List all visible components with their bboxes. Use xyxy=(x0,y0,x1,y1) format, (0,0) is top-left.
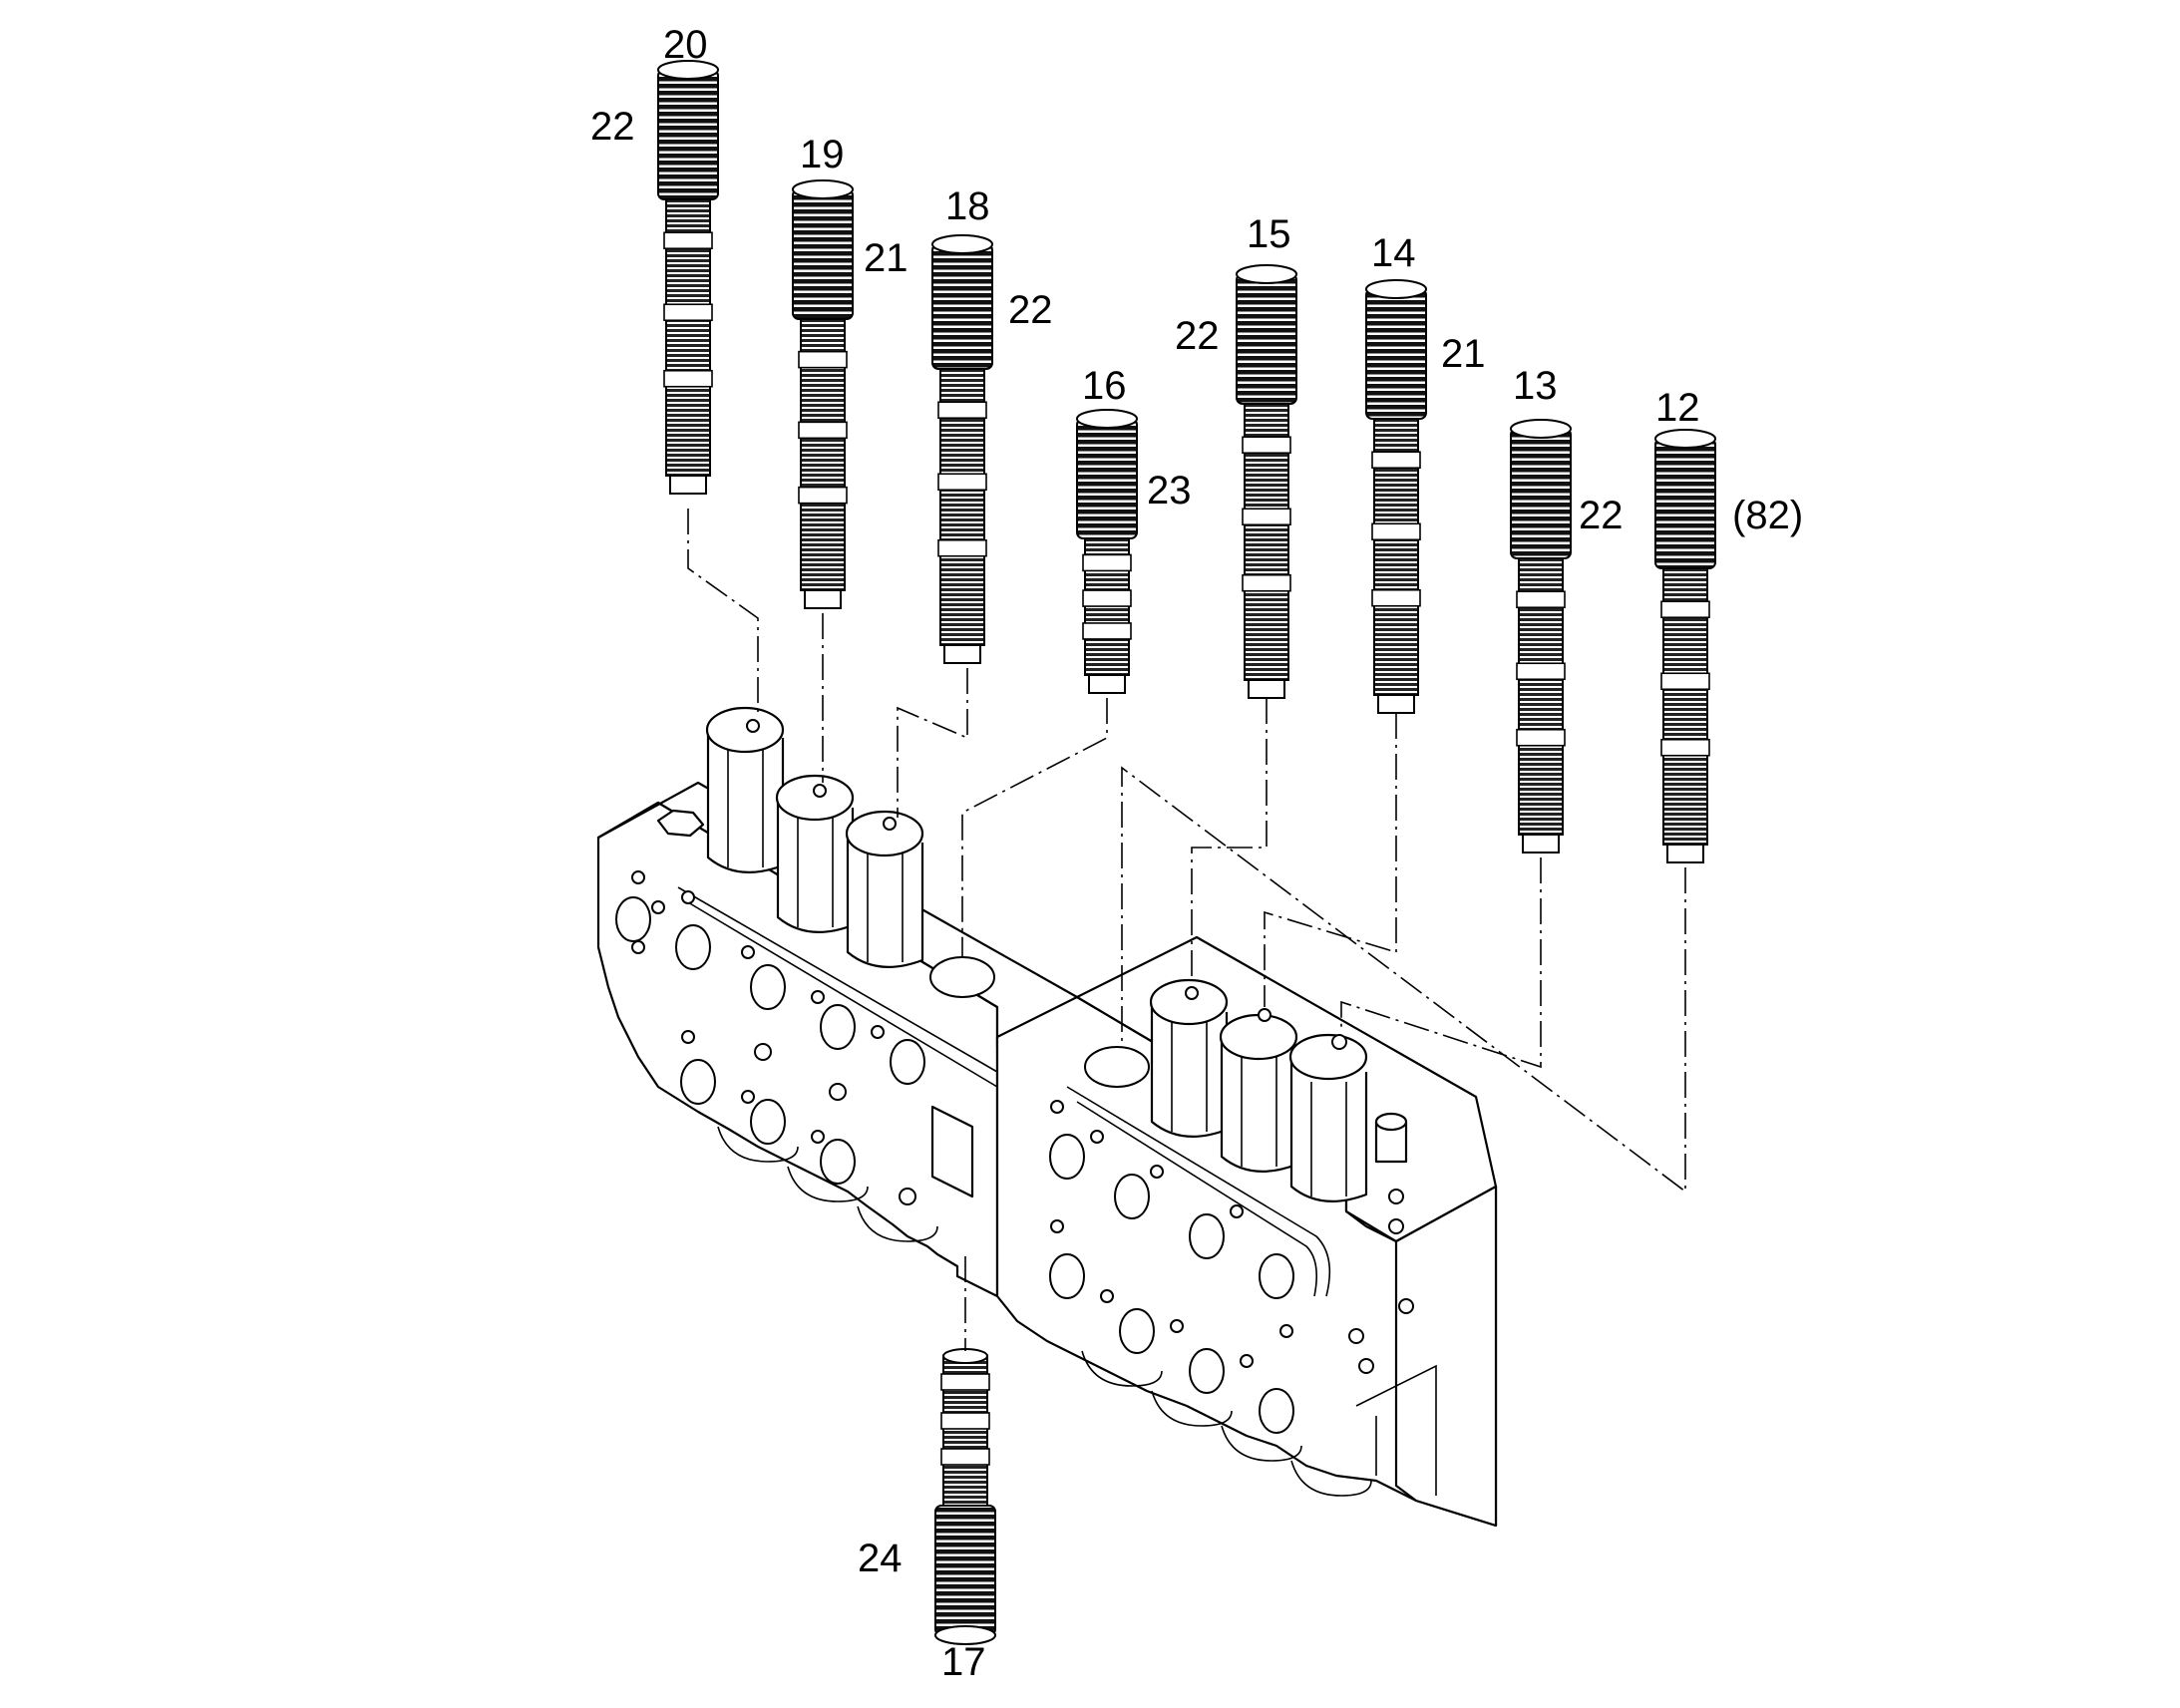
spool-15-end-fitting xyxy=(1248,679,1285,699)
spool-13-land-1 xyxy=(1516,590,1566,609)
spool-20-spring-cap xyxy=(657,60,719,80)
callout-18: 18 xyxy=(945,184,990,228)
spool-19-end-fitting xyxy=(804,589,842,609)
spool-19-land-2 xyxy=(798,421,848,440)
valve-ports-left xyxy=(615,870,925,1205)
callout-20: 20 xyxy=(663,23,708,67)
spool-20-spring xyxy=(657,69,719,200)
spool-14-land-1 xyxy=(1371,451,1421,470)
callout-19: 19 xyxy=(800,133,845,176)
spool-15-land-2 xyxy=(1242,508,1291,526)
solenoid-block-right-3 xyxy=(1288,1033,1368,1202)
spool-13-spring xyxy=(1510,428,1572,559)
solenoid-block-left-3 xyxy=(845,810,924,968)
spool-18-end-fitting xyxy=(943,644,981,664)
solenoid-block-right-1 xyxy=(1149,978,1229,1138)
spool-19-land-3 xyxy=(798,486,848,505)
valve-ports-right xyxy=(1049,1100,1414,1434)
spool-12-land-2 xyxy=(1660,672,1710,691)
spool-17-land-1 xyxy=(940,1373,990,1391)
solenoid-block-left-2 xyxy=(775,774,855,933)
solenoid-block-right-2 xyxy=(1219,1008,1298,1173)
spool-15-spring xyxy=(1236,273,1297,405)
spool-14 xyxy=(1365,279,1427,714)
callout-22-spool-20: 22 xyxy=(590,105,635,149)
leader-lines xyxy=(687,509,1686,1351)
top-bore-right xyxy=(1084,1046,1150,1088)
spool-20-land-2 xyxy=(663,303,713,322)
spool-17-end-fitting xyxy=(942,1348,988,1364)
spool-16-land-1 xyxy=(1082,553,1132,572)
spool-12 xyxy=(1654,429,1716,863)
spool-17 xyxy=(934,1348,996,1645)
hex-plug xyxy=(656,809,705,838)
spool-16 xyxy=(1076,409,1138,694)
spool-16-land-2 xyxy=(1082,589,1132,607)
spool-12-spring-cap xyxy=(1654,429,1716,449)
callout-17: 17 xyxy=(941,1640,986,1684)
spool-14-spring-cap xyxy=(1365,279,1427,299)
solenoid-block-left-1 xyxy=(705,706,785,873)
spool-13-land-3 xyxy=(1516,728,1566,747)
spool-20 xyxy=(657,60,719,495)
spool-15 xyxy=(1236,264,1297,699)
spool-13-end-fitting xyxy=(1522,834,1560,854)
spool-15-land-3 xyxy=(1242,573,1291,592)
spool-20-land-1 xyxy=(663,231,713,250)
callout-22-spool-15: 22 xyxy=(1175,314,1220,358)
spool-14-land-2 xyxy=(1371,522,1421,541)
spool-19-spring xyxy=(792,188,854,320)
spool-14-spring xyxy=(1365,288,1427,420)
spool-18 xyxy=(931,234,993,664)
spool-12-land-3 xyxy=(1660,738,1710,757)
spool-13-land-2 xyxy=(1516,662,1566,681)
callout-14: 14 xyxy=(1371,231,1416,275)
spool-13 xyxy=(1510,419,1572,854)
callout-12: 12 xyxy=(1655,386,1700,430)
spool-16-spring xyxy=(1076,418,1138,539)
callout-82: (82) xyxy=(1732,494,1803,537)
callout-22-spool-13: 22 xyxy=(1579,494,1624,537)
spool-20-land-3 xyxy=(663,369,713,388)
spool-17-land-3 xyxy=(940,1448,990,1466)
spool-17-land-2 xyxy=(940,1412,990,1430)
callout-16: 16 xyxy=(1082,364,1127,408)
spool-18-land-2 xyxy=(937,473,987,492)
spool-16-land-3 xyxy=(1082,622,1132,640)
spool-18-land-1 xyxy=(937,401,987,420)
spool-17-spring xyxy=(934,1505,996,1636)
spool-20-end-fitting xyxy=(669,475,707,495)
relief-fitting xyxy=(1374,1112,1408,1164)
callout-15: 15 xyxy=(1247,212,1291,256)
spool-18-spring xyxy=(931,243,993,370)
spool-12-spring xyxy=(1654,438,1716,569)
spool-15-spring-cap xyxy=(1236,264,1297,284)
spool-14-end-fitting xyxy=(1377,694,1415,714)
spool-18-spring-cap xyxy=(931,234,993,254)
spool-14-land-3 xyxy=(1371,588,1421,607)
callout-21-spool-19: 21 xyxy=(864,236,908,280)
spool-19 xyxy=(792,179,854,609)
spool-16-spring-cap xyxy=(1076,409,1138,429)
top-bore-left xyxy=(929,956,995,998)
spool-19-land-1 xyxy=(798,350,848,369)
callout-13: 13 xyxy=(1513,364,1558,408)
spool-13-spring-cap xyxy=(1510,419,1572,439)
spool-19-spring-cap xyxy=(792,179,854,199)
callout-21-spool-14: 21 xyxy=(1441,332,1486,376)
spool-12-end-fitting xyxy=(1666,844,1704,863)
spool-15-land-1 xyxy=(1242,436,1291,455)
spool-16-end-fitting xyxy=(1088,674,1126,694)
spool-18-land-3 xyxy=(937,538,987,557)
spool-12-land-1 xyxy=(1660,600,1710,619)
spool-17-spring-cap xyxy=(934,1625,996,1645)
callout-labels: 20 22 19 21 18 22 16 23 15 22 14 21 13 2… xyxy=(590,23,1803,1684)
callout-22-spool-18: 22 xyxy=(1008,288,1053,332)
callout-24: 24 xyxy=(858,1537,903,1580)
callout-23: 23 xyxy=(1147,469,1192,512)
